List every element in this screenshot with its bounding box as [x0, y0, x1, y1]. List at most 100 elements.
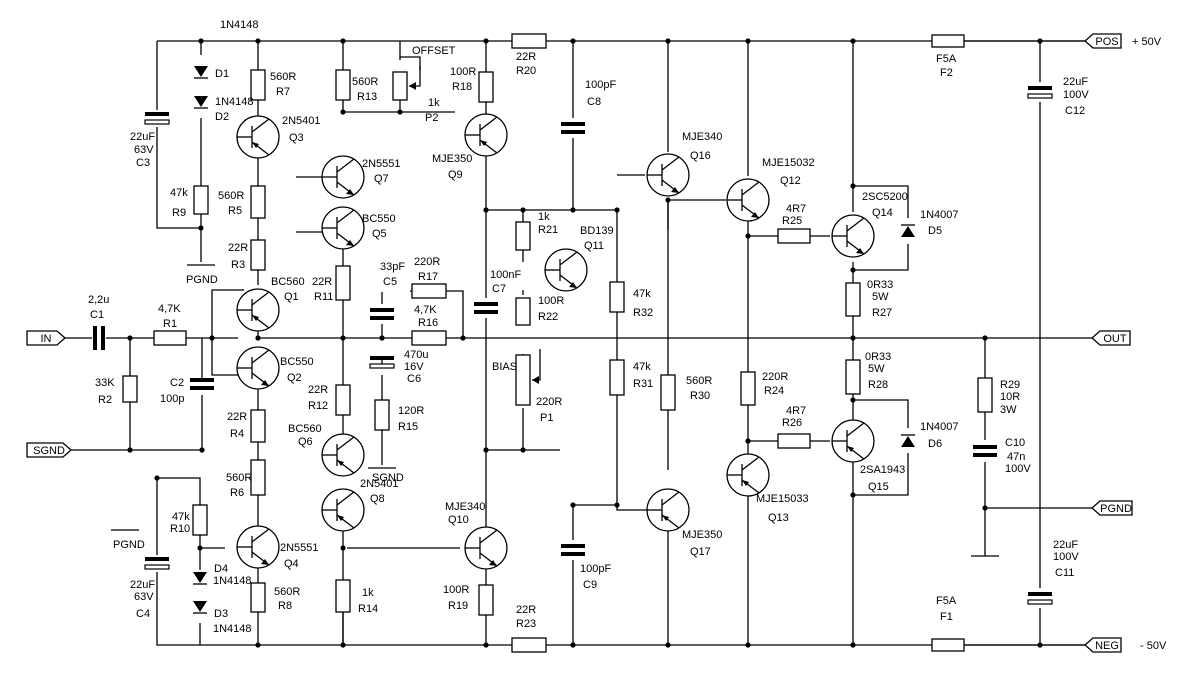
label-f2-ref: F2	[940, 67, 953, 79]
resistor-r13	[335, 69, 351, 101]
potentiometer-p2	[392, 66, 421, 101]
label-r29-power: 3W	[1000, 404, 1017, 416]
capacitor-c8	[561, 122, 585, 134]
label-r27-power: 5W	[872, 291, 889, 303]
label-c10-voltage: 100V	[1005, 463, 1031, 475]
labels: INSGNDOUTPOSNEGPGND1N4148D11N4148D2560RR…	[33, 19, 1167, 652]
label-r22-value: 100R	[538, 295, 564, 307]
label-r28-power: 5W	[868, 363, 885, 375]
label-r30-value: 560R	[686, 375, 712, 387]
label-r21-ref: R21	[538, 224, 558, 236]
capacitor-c6	[369, 356, 395, 369]
label-r1-value: 4,7K	[158, 303, 181, 315]
resistor-r32	[609, 281, 625, 313]
terminal-out	[1091, 330, 1131, 346]
label-r32-ref: R32	[633, 307, 653, 319]
label-q2-part: BC550	[280, 356, 314, 368]
label-r29-ref: R29	[1000, 379, 1020, 391]
terminal-out-label: OUT	[1103, 333, 1127, 345]
resistor-r8	[250, 582, 266, 613]
label-r30-ref: R30	[690, 390, 710, 402]
label-q11-ref: Q11	[584, 240, 604, 252]
label-q6-ref: Q6	[298, 436, 313, 448]
capacitor-c7	[474, 302, 498, 314]
transistor-q4	[236, 525, 280, 569]
label-c6-voltage: 16V	[404, 361, 424, 373]
label-c11-value: 22uF	[1053, 539, 1078, 551]
potentiometer-p1	[515, 349, 541, 406]
diode-d2	[194, 96, 208, 109]
label-r26-value: 4R7	[786, 405, 806, 417]
transistor-q2	[236, 346, 280, 390]
resistor-r27	[845, 282, 861, 317]
label-r10-ref: R10	[170, 523, 190, 535]
capacitor-c3	[144, 112, 170, 125]
transistor-q5	[321, 206, 365, 250]
label-r19-ref: R19	[448, 600, 468, 612]
label-p1-ref: P1	[540, 412, 553, 424]
label-f1-ref: F1	[940, 611, 953, 623]
label-r4-ref: R4	[230, 428, 244, 440]
label-q6-part: BC560	[288, 423, 322, 435]
capacitor-c9	[561, 544, 585, 556]
transistor-q1	[236, 288, 280, 332]
label-r32-value: 47k	[633, 288, 651, 300]
label-d6-part: 1N4007	[920, 421, 959, 433]
label-q13-part: MJE15033	[756, 493, 809, 505]
resistor-r30	[660, 374, 676, 411]
resistor-r9	[193, 185, 209, 215]
resistor-r25	[777, 228, 811, 244]
label-r20-value: 22R	[516, 51, 536, 63]
label-c10-ref: C10	[1005, 437, 1025, 449]
label-p2-value: 1k	[428, 97, 440, 109]
label-q1-ref: Q1	[284, 291, 299, 303]
resistor-r7	[250, 69, 266, 101]
label-p1-value: 220R	[536, 396, 562, 408]
resistor-r22	[515, 297, 531, 326]
transistor-q8	[321, 488, 365, 532]
terminal-pos-label: POS	[1095, 36, 1118, 48]
transistor-q15	[831, 419, 875, 463]
label-c7-value: 100nF	[490, 269, 521, 281]
label-r2-value: 33K	[95, 377, 115, 389]
label-r13-ref: R13	[357, 91, 377, 103]
label-r7-ref: R7	[276, 86, 290, 98]
label-r27-ref: R27	[872, 307, 892, 319]
resistor-r5	[250, 185, 266, 219]
label-c6-value: 470u	[404, 349, 428, 361]
label-c10-value: 47n	[1007, 451, 1025, 463]
label-r27-value: 0R33	[867, 279, 893, 291]
label-r15-ref: R15	[398, 421, 418, 433]
label-q4-part: 2N5551	[280, 542, 319, 554]
label-q4-ref: Q4	[284, 558, 299, 570]
label-r8-value: 560R	[274, 586, 300, 598]
capacitor-c5	[370, 308, 394, 320]
label-q7-part: 2N5551	[362, 158, 401, 170]
label-sgnd-mid: SGND	[372, 472, 404, 484]
label-c4-voltage: 63V	[134, 591, 154, 603]
label-r21-value: 1k	[538, 211, 550, 223]
label-c9-value: 100pF	[580, 563, 611, 575]
terminal-neg	[1084, 637, 1122, 653]
resistor-r3	[250, 239, 266, 271]
resistor-r4	[250, 409, 266, 443]
label-r31-ref: R31	[633, 378, 653, 390]
transistor-q3	[236, 115, 280, 159]
label-neg-voltage: - 50V	[1140, 640, 1167, 652]
label-pos-voltage: + 50V	[1132, 36, 1162, 48]
resistor-r28	[845, 359, 861, 395]
label-d4-part: 1N4148	[213, 575, 252, 587]
label-c2-value: 100p	[160, 393, 184, 405]
terminal-in-label: IN	[41, 333, 52, 345]
label-q12-ref: Q12	[780, 175, 801, 187]
capacitor-c11	[1027, 592, 1053, 605]
terminal-sgnd	[26, 442, 72, 458]
terminal-sgnd-label: SGND	[33, 445, 65, 457]
fuse-f2	[931, 34, 965, 48]
label-q9-part: MJE350	[432, 153, 472, 165]
capacitor-c12	[1027, 86, 1053, 99]
label-d3-ref: D3	[214, 608, 228, 620]
label-r11-ref: R11	[314, 291, 333, 303]
transistor-q7	[321, 155, 365, 199]
